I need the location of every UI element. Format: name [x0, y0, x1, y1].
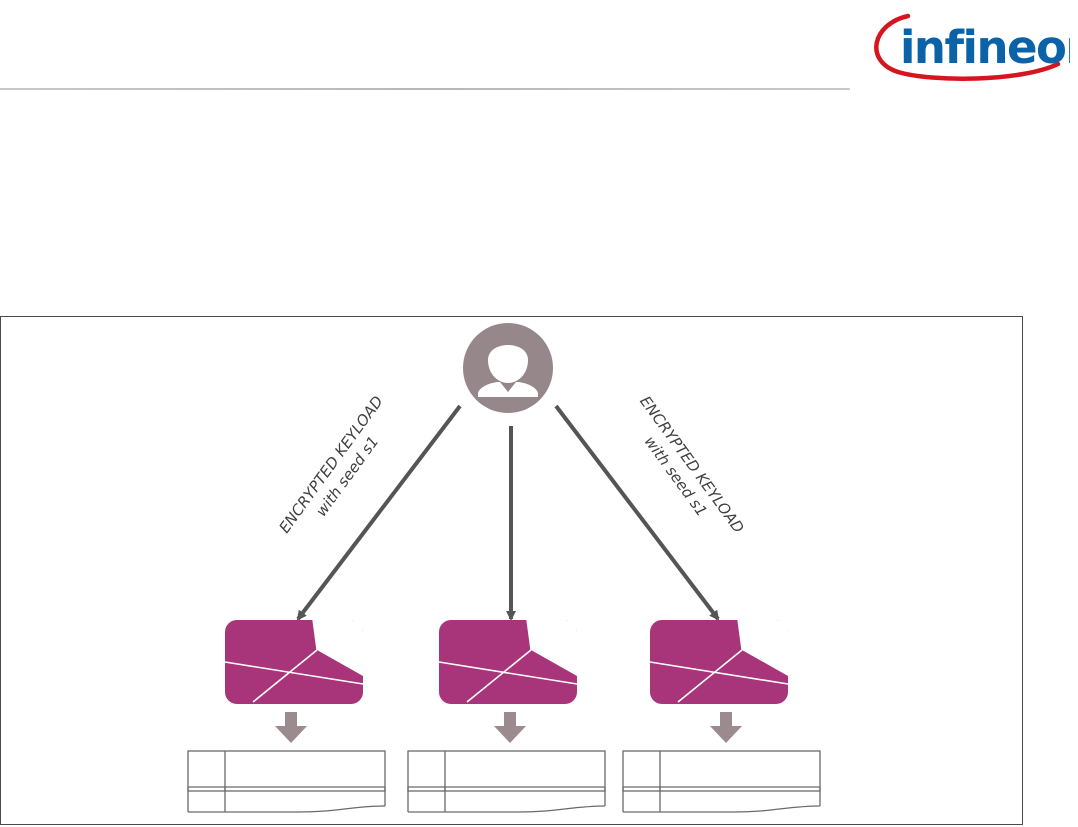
- center-chip-device-icon: [438, 619, 578, 705]
- diagram-frame: [0, 316, 1023, 825]
- center-down-arrow: [494, 712, 526, 743]
- right-link-label-line1: ENCRYPTED KEYLOAD: [636, 393, 747, 537]
- keyload-diagram: ENCRYPTED KEYLOAD with seed s1 ENCRYPTED…: [187, 323, 821, 813]
- right-down-arrow: [710, 712, 742, 743]
- left-link-label: ENCRYPTED KEYLOAD with seed s1: [275, 393, 386, 537]
- infineon-logo: infineon: [874, 13, 1070, 81]
- arrow-to-right-device: [554, 404, 720, 621]
- left-chip-device-icon: [224, 619, 364, 705]
- left-key-memory-table-icon: [187, 750, 386, 813]
- logo-swoosh: [874, 13, 1061, 81]
- user-icon: [463, 323, 553, 413]
- left-down-arrow: [275, 712, 307, 743]
- left-link-label-line1: ENCRYPTED KEYLOAD: [275, 393, 386, 537]
- center-key-memory-table-icon: [407, 750, 606, 813]
- right-chip-device-icon: [649, 619, 789, 705]
- right-key-memory-table-icon: [622, 750, 821, 813]
- logo-wordmark: infineon: [900, 21, 1070, 74]
- header-divider: [0, 88, 850, 90]
- right-link-label: ENCRYPTED KEYLOAD with seed s1: [636, 393, 747, 537]
- arrow-to-left-device: [296, 404, 462, 621]
